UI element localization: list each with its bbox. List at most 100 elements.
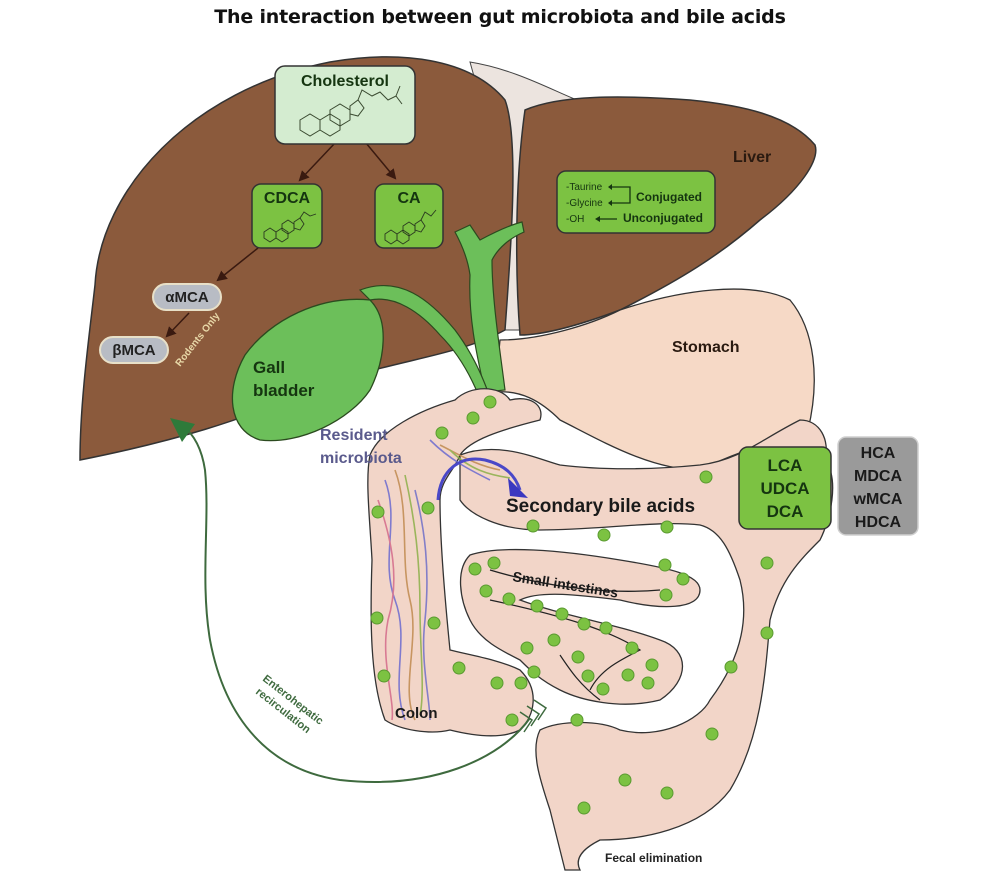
common-bile-duct [454,221,525,393]
bile-acid-dot [660,786,674,800]
bile-acid-dot [502,592,516,606]
bile-acid-dot [659,588,673,602]
bile-acid-dot [570,713,584,727]
arrow-cholesterol-to-ca [365,142,397,180]
bile-acid-dot [645,658,659,672]
figure-title: The interaction between gut microbiota a… [214,6,786,28]
enterohepatic-arrowhead-icon [170,418,195,442]
amca-label: αMCA [165,289,209,306]
bile-acid-dot [577,617,591,631]
bile-acid-dot [526,519,540,533]
ca-structure-icon [384,209,437,245]
bile-acid-dot [452,661,466,675]
cdca-structure-icon [263,211,317,243]
cdca-label: CDCA [264,190,311,207]
bile-acid-dot [621,668,635,682]
microbiota-label-line1: Resident [320,427,388,444]
bile-acid-dot [577,801,591,815]
bile-acid-dot [676,572,690,586]
arrow-amca-to-bmca [165,312,190,338]
secondary-item-1: UDCA [760,479,809,498]
stomach-label: Stomach [672,339,740,356]
ca-box: CA [374,183,444,249]
bile-acid-dot [370,611,384,625]
cholesterol-label: Cholesterol [301,73,389,90]
bile-acid-dot [468,562,482,576]
other-item-0: HCA [861,445,896,462]
bile-acid-dot [658,558,672,572]
ca-label: CA [397,190,421,207]
bile-acid-dot [705,727,719,741]
bile-acid-dot [596,682,610,696]
bile-acid-dot [483,395,497,409]
bile-acid-dot [581,669,595,683]
bile-acid-dot [660,520,674,534]
bile-acid-dot [599,621,613,635]
gallbladder-label-line2: bladder [253,381,315,400]
glycine-label: -Glycine [566,198,603,209]
bile-acid-dot [597,528,611,542]
bile-acid-dot [505,713,519,727]
microbiota-strands [377,439,511,721]
gallbladder-label-line1: Gall [253,358,285,377]
bile-acid-dot [377,669,391,683]
secondary-item-2: DCA [767,502,804,521]
other-item-3: HDCA [855,514,902,531]
small-intestine-fold-1 [489,569,661,592]
bile-acid-dot [421,501,435,515]
arrow-cholesterol-to-cdca [298,142,336,182]
bile-acid-dot [571,650,585,664]
bile-acid-dot [625,641,639,655]
bile-acid-dot [760,626,774,640]
secondary-bile-acids-label: Secondary bile acids [506,496,695,517]
unconjugated-label: Unconjugated [623,211,703,225]
bile-acid-dot [618,773,632,787]
other-item-1: MDCA [854,468,902,485]
bile-acid-dot [435,426,449,440]
colon-label: Colon [395,705,438,722]
bile-acid-dot [555,607,569,621]
bmca-pill: βMCA [99,336,169,364]
bile-acid-dot [760,556,774,570]
gallbladder [231,298,384,442]
cholesterol-structure-icon [299,85,403,137]
bile-acid-dot [466,411,480,425]
secondary-bile-acids-box: LCA UDCA DCA [738,446,832,530]
bile-acid-dot [530,599,544,613]
bmca-label: βMCA [112,342,155,359]
taurine-label: -Taurine [566,182,603,193]
cholesterol-box: Cholesterol [274,65,416,145]
microbiota-arrowhead-icon [508,478,528,498]
conjugation-box: -Taurine -Glycine -OH Conjugated Unconju… [556,170,716,234]
bile-acid-dot [371,505,385,519]
bile-acid-dots [370,395,774,815]
transverse-colon [459,419,834,871]
oh-label: -OH [566,214,584,225]
bile-acid-dot [520,641,534,655]
fecal-elimination-label: Fecal elimination [605,851,702,865]
secondary-item-0: LCA [768,456,803,475]
liver-left-lobe [79,56,514,461]
liver-label: Liver [733,149,771,166]
other-item-2: wMCA [853,491,903,508]
bile-acid-dot [479,584,493,598]
enterohepatic-tail-icon [519,699,548,733]
bile-acid-dot [490,676,504,690]
microbiota-label-line2: microbiota [320,450,402,467]
arrow-cdca-to-amca [216,247,259,282]
bile-acid-dot [699,470,713,484]
bile-acid-dot [641,676,655,690]
small-intestine-fold-3 [559,654,601,701]
bile-acid-dot [514,676,528,690]
bile-acid-dot [427,616,441,630]
microbiota-arrow [436,457,522,501]
bile-acid-dot [487,556,501,570]
bile-acid-dot [527,665,541,679]
bile-acid-dot [547,633,561,647]
conjugated-label: Conjugated [636,190,702,204]
bile-acid-dot [724,660,738,674]
enterohepatic-arrow [181,424,531,783]
other-bile-acids-box: HCA MDCA wMCA HDCA [837,436,919,536]
cdca-box: CDCA [251,183,323,249]
amca-pill: αMCA [152,283,222,311]
